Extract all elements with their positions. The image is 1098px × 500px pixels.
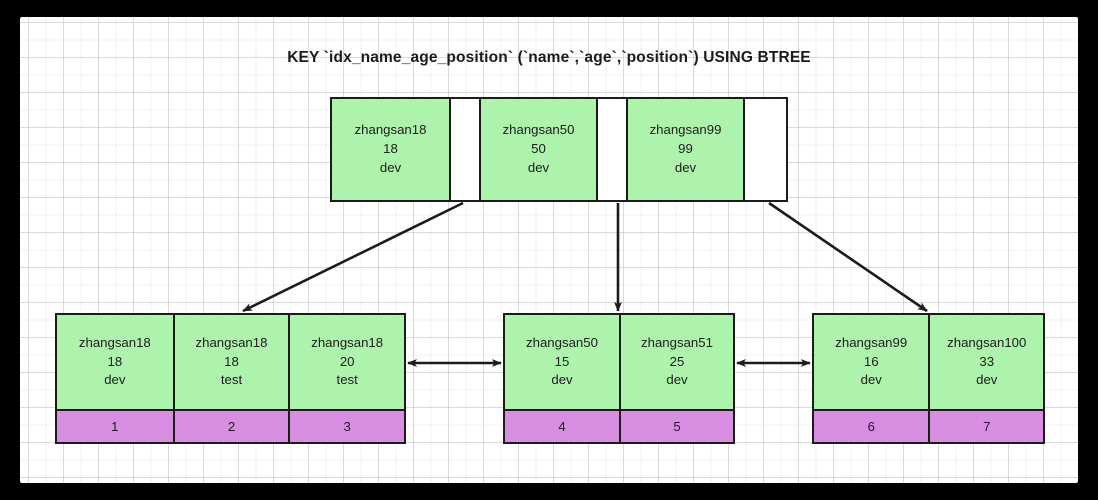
leaf-2-key-cell-2: zhangsan51 25 dev [618,315,733,409]
key-age: 18 [224,353,239,369]
key-age: 25 [669,353,685,369]
key-position: dev [527,159,550,175]
key-age: 15 [554,353,570,369]
leaf-1-pk-2: 2 [172,411,289,442]
leaf-1-pk-1: 1 [57,411,173,442]
key-name: zhangsan18 [354,122,427,138]
key-age: 18 [107,353,123,369]
leaf-3-key-cell-2: zhangsan100 33 dev [928,315,1043,409]
leaf-2-key-row: zhangsan50 15 dev zhangsan51 25 dev [505,315,733,409]
root-node: zhangsan18 18 dev zhangsan50 50 dev zhan… [330,97,788,202]
key-name: zhangsan18 [78,334,151,350]
key-position: dev [104,372,126,388]
leaf-1-pk-3: 3 [288,411,404,442]
leaf-1-key-cell-2: zhangsan18 18 test [172,315,289,409]
leaf-2-pk-1: 4 [505,411,619,442]
key-position: dev [674,159,697,175]
leaf-3-key-cell-1: zhangsan99 16 dev [814,315,929,409]
leaf-3-pk-2: 7 [928,411,1043,442]
key-position: test [336,372,358,388]
leaf-3-primary-key-row: 6 7 [814,409,1043,442]
key-name: zhangsan51 [641,334,713,350]
root-pointer-cell-3 [743,99,779,200]
leaf-node-1: zhangsan18 18 dev zhangsan18 18 test zha… [55,313,406,444]
key-name: zhangsan50 [502,122,575,138]
leaf-3-key-row: zhangsan99 16 dev zhangsan100 33 dev [814,315,1043,409]
key-age: 16 [863,353,879,369]
leaf-1-primary-key-row: 1 2 3 [57,409,404,442]
key-name: zhangsan99 [649,122,722,138]
key-position: dev [666,372,688,388]
key-age: 99 [678,141,693,157]
key-name: zhangsan18 [195,334,268,350]
key-age: 50 [531,141,546,157]
leaf-2-pk-2: 5 [618,411,733,442]
key-position: test [220,372,243,388]
page-title: KEY `idx_name_age_position` (`name`,`age… [287,49,811,66]
leaf-node-2: zhangsan50 15 dev zhangsan51 25 dev 4 5 [503,313,735,444]
leaf-1-key-row: zhangsan18 18 dev zhangsan18 18 test zha… [57,315,404,409]
key-name: zhangsan99 [835,334,908,350]
key-name: zhangsan100 [947,334,1027,350]
leaf-1-key-cell-3: zhangsan18 20 test [288,315,404,409]
key-age: 20 [339,353,355,369]
key-name: zhangsan50 [526,334,598,350]
root-cells: zhangsan18 18 dev zhangsan50 50 dev zhan… [332,99,786,200]
root-key-cell-3: zhangsan99 99 dev [626,99,743,200]
leaf-1-key-cell-1: zhangsan18 18 dev [57,315,173,409]
key-age: 18 [383,141,398,157]
key-age: 33 [979,353,995,369]
leaf-3-pk-1: 6 [814,411,929,442]
key-position: dev [976,372,998,388]
key-position: dev [860,372,882,388]
root-key-cell-2: zhangsan50 50 dev [479,99,596,200]
key-position: dev [551,372,573,388]
leaf-node-3: zhangsan99 16 dev zhangsan100 33 dev 6 7 [812,313,1045,444]
root-key-cell-1: zhangsan18 18 dev [332,99,449,200]
leaf-2-key-cell-1: zhangsan50 15 dev [505,315,619,409]
key-name: zhangsan18 [311,334,384,350]
leaf-2-primary-key-row: 4 5 [505,409,733,442]
key-position: dev [379,159,402,175]
root-pointer-cell-1 [449,99,479,200]
root-pointer-cell-2 [596,99,626,200]
